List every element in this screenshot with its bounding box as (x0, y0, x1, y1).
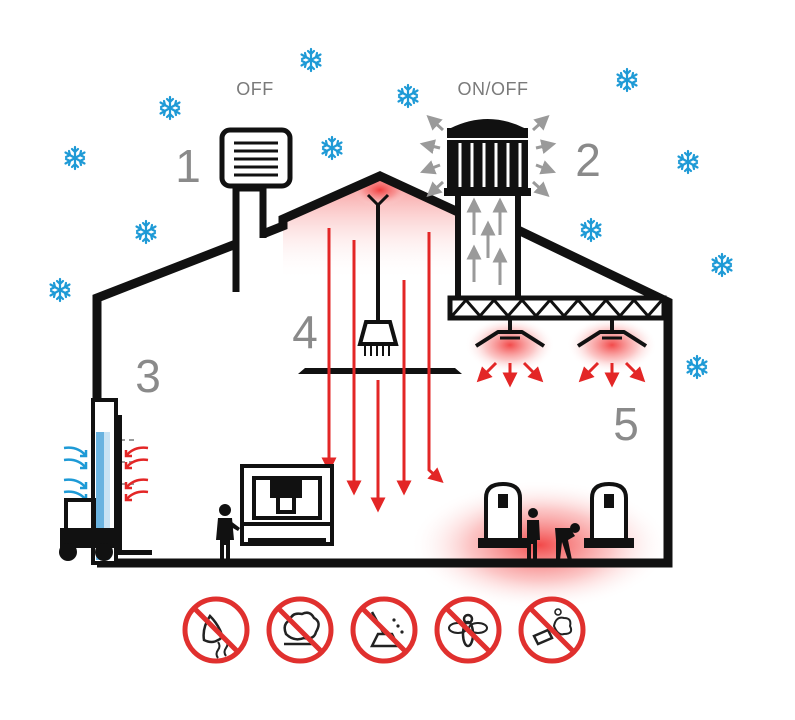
cold-air-arrows (63, 446, 88, 502)
no-odor-icon (182, 596, 250, 664)
no-fumes-icon (266, 596, 334, 664)
warm-air-arrows (124, 446, 149, 502)
forklift-icon (59, 415, 152, 561)
worker-icon (216, 504, 240, 563)
snowflake-icon (135, 219, 157, 245)
cnc-machine-icon (240, 464, 334, 546)
heater-downflow-arrows (476, 361, 646, 388)
snowflake-icon (616, 67, 638, 93)
no-spray-icon (518, 596, 586, 664)
ceiling-truss (447, 295, 667, 321)
snowflake-icon (159, 95, 181, 121)
worker-bending-icon (555, 523, 580, 560)
loading-door (91, 398, 136, 565)
vent-2-roof-ventilator (419, 114, 557, 300)
hvls-fan (298, 193, 462, 374)
label-2: 2 (575, 134, 601, 186)
label-5: 5 (613, 398, 639, 450)
snowflake-icon (580, 217, 602, 243)
snowflake-icon (711, 252, 733, 278)
snowflake-icon (397, 83, 419, 109)
snowflake-icon (64, 145, 86, 171)
prohibition-icons (182, 596, 586, 664)
no-dust-sweeping-icon (350, 596, 418, 664)
label-1: 1 (175, 140, 201, 192)
label-3: 3 (135, 350, 161, 402)
vent-1-state-label: OFF (236, 79, 274, 99)
snowflake-icon (677, 149, 699, 175)
snowflake-icon (686, 354, 708, 380)
no-insects-icon (434, 596, 502, 664)
label-4: 4 (292, 306, 318, 358)
snowflake-icon (321, 135, 343, 161)
vent-2-state-label: ON/OFF (458, 79, 529, 99)
snowflake-icon (300, 47, 322, 73)
fan-downflow-arrows (321, 228, 444, 513)
process-machines (478, 481, 634, 548)
snowflake-icon (49, 277, 71, 303)
vent-1-chimney (219, 127, 293, 292)
worker-icon (527, 508, 540, 560)
